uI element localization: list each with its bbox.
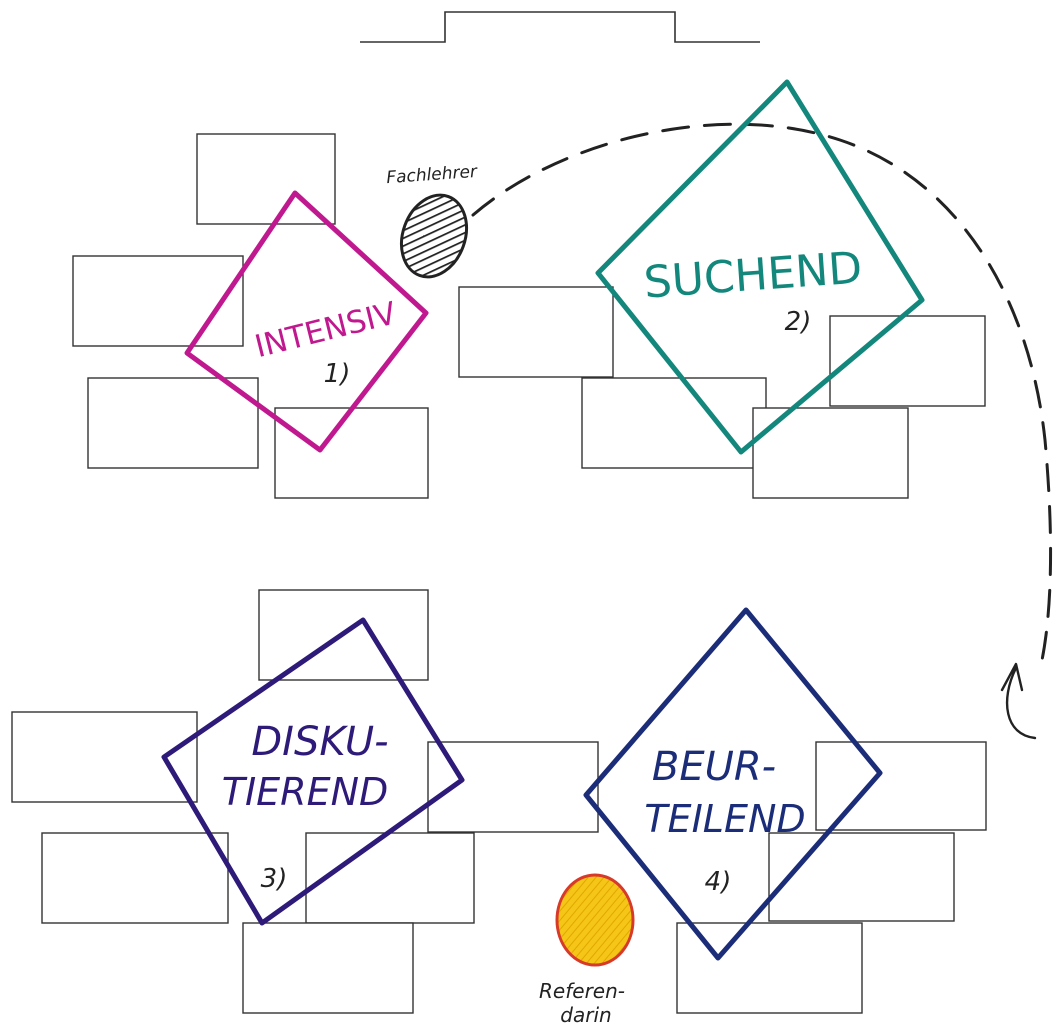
group-diskutierend-line-1: DISKU- [251,719,388,765]
desk [676,922,863,1014]
desk [305,832,475,924]
group-intensiv-frame [184,190,429,453]
group-intensiv-label: INTENSIV [251,295,400,365]
group-suchend-frame [595,79,925,455]
fachlehrer: Fachlehrer [386,162,479,279]
desk [274,407,429,499]
teacher-walking-path [471,122,1053,662]
desks [11,133,987,1014]
referendarin-label-line-2: darin [560,1003,611,1027]
desk [829,315,986,407]
desk [768,832,955,922]
desk [11,711,198,803]
group-beurteilend-line-2: TEILEND [644,797,805,841]
desk [242,922,414,1014]
group-diskutierend: DISKU- TIEREND 3) [161,617,465,926]
desk [581,377,767,469]
desk [458,286,614,378]
group-beurteilend-number: 4) [705,867,732,897]
desk [72,255,244,347]
return-arrow-icon [1000,662,1037,740]
group-intensiv-number: 1) [324,359,351,389]
group-diskutierend-frame [161,617,465,926]
fachlehrer-marker [400,193,468,279]
group-beurteilend-frame [583,607,883,961]
group-beurteilend-line-1: BEUR- [652,744,776,790]
referendarin-label-line-1: Referen- [539,979,625,1003]
group-diskutierend-line-2: TIEREND [222,770,389,814]
desk [41,832,229,924]
group-suchend-label: SUCHEND [642,242,864,308]
desk [87,377,259,469]
referendarin-marker [555,873,635,967]
referendarin: Referen- darin [539,873,635,1027]
fachlehrer-label: Fachlehrer [386,162,479,188]
group-beurteilend: BEUR- TEILEND 4) [583,607,883,961]
teacher-desk-outline [360,11,760,43]
group-diskutierend-number: 3) [261,864,288,894]
group-suchend-number: 2) [785,307,812,337]
